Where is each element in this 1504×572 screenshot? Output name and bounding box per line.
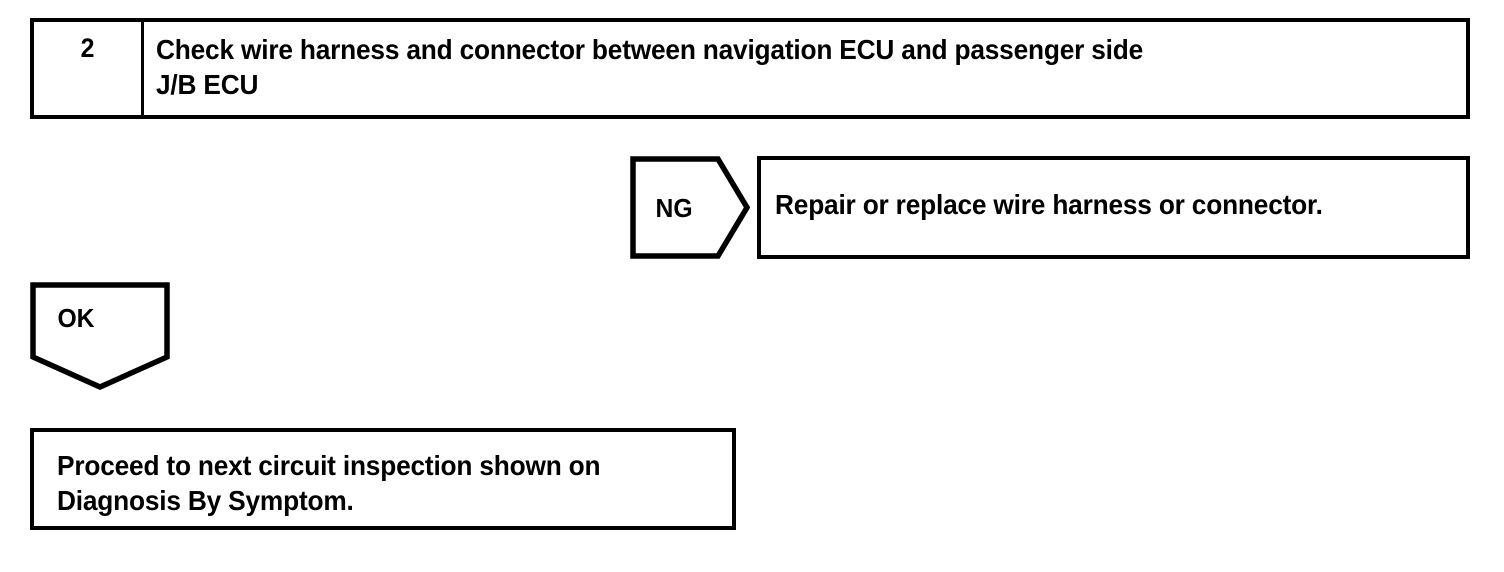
ng-branch-arrow-icon — [630, 156, 750, 259]
ok-branch-arrow-icon — [30, 282, 170, 390]
ng-branch-label: NG — [655, 193, 693, 223]
ok-branch-label: OK — [57, 303, 95, 333]
step-number-cell: 2 — [34, 22, 144, 115]
ng-outcome-box: Repair or replace wire harness or connec… — [757, 156, 1470, 259]
step-instruction-box: 2 Check wire harness and connector betwe… — [30, 18, 1470, 119]
ok-outcome-text: Proceed to next circuit inspection shown… — [57, 450, 601, 516]
step-instruction-text: Check wire harness and connector between… — [156, 34, 1144, 100]
ok-outcome-box: Proceed to next circuit inspection shown… — [30, 428, 736, 530]
step-number: 2 — [80, 33, 95, 63]
ng-outcome-text: Repair or replace wire harness or connec… — [775, 189, 1323, 220]
